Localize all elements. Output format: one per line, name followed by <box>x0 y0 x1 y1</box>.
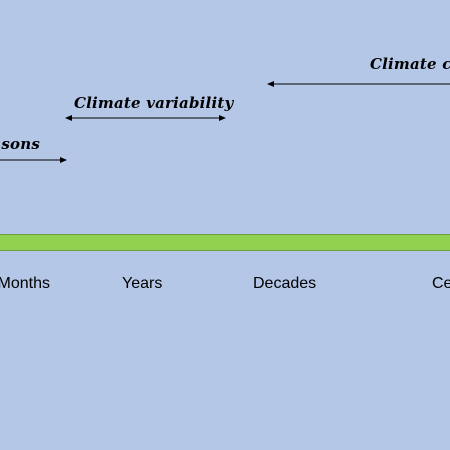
seasons-label: Seasons <box>0 135 40 153</box>
climate-change-label: Climate change <box>370 55 450 73</box>
tick-label-centuries: Centuries <box>432 275 450 292</box>
tick-label-years: Years <box>122 275 163 292</box>
timescale-bar <box>0 234 450 251</box>
tick-label-decades: Decades <box>253 275 317 292</box>
climate-variability-label: Climate variability <box>74 94 234 112</box>
tick-label-months: Months <box>0 275 50 292</box>
